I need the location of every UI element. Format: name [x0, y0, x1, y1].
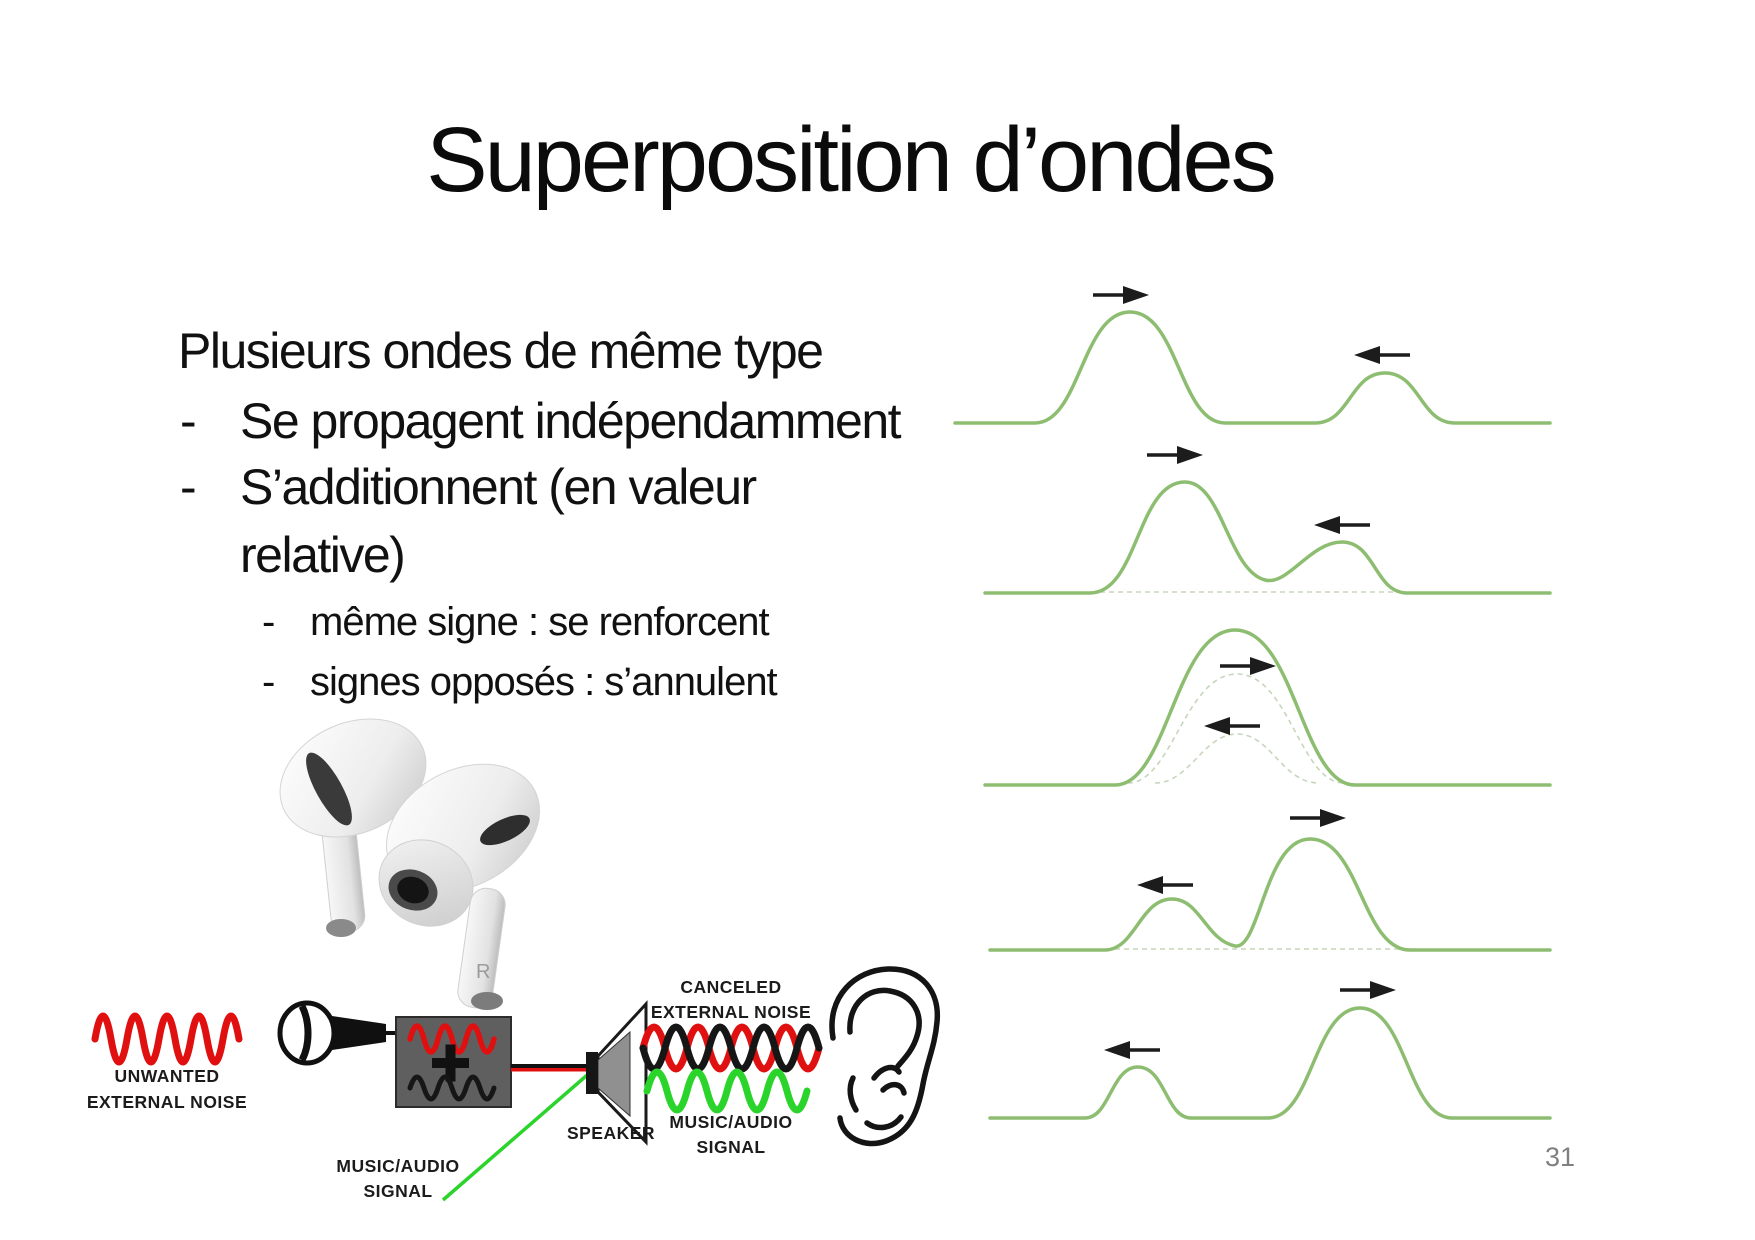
signal-wire-red: [511, 1068, 588, 1072]
earbuds-photo: R: [279, 718, 541, 1010]
bullet-dash: -: [180, 393, 197, 449]
arrow-right-icon: [1145, 444, 1205, 466]
canceled-noise-label-2: EXTERNAL NOISE: [651, 1002, 811, 1022]
earbud-r-label: R: [476, 961, 490, 983]
unwanted-noise-label-2: EXTERNAL NOISE: [87, 1092, 247, 1112]
canceled-noise-label: CANCELED: [680, 977, 781, 997]
music-signal-label-2: SIGNAL: [696, 1137, 765, 1157]
sub-bullet-text: signes opposés : s’annulent: [310, 660, 778, 704]
bullet-dash: -: [262, 660, 275, 704]
sub-bullet-item-2: -signes opposés : s’annulent: [262, 660, 778, 705]
arrow-right-icon: [1218, 655, 1278, 677]
wave-row-2: [983, 444, 1552, 595]
left-earbud: [279, 718, 427, 937]
music-signal-wave-icon: [643, 1068, 811, 1114]
sub-bullet-item-1: -même signe : se renforcent: [262, 600, 770, 645]
microphone-icon: [277, 1000, 398, 1066]
box-inverted-wave-icon: [407, 1074, 497, 1102]
plus-icon: [432, 1044, 469, 1082]
bullet-dash: -: [262, 600, 275, 644]
noise-cancellation-diagram: UNWANTED EXTERNAL NOISE: [87, 966, 941, 1202]
speaker-icon: [586, 1000, 648, 1146]
sub-bullet-text: même signe : se renforcent: [310, 600, 770, 644]
arrow-left-icon: [1352, 344, 1412, 366]
bullet-text: S’additionnent (en valeur: [240, 459, 757, 515]
arrow-right-icon: [1288, 807, 1348, 829]
unwanted-noise-wave-icon: [91, 1012, 243, 1066]
arrow-left-icon: [1135, 874, 1195, 896]
bullet-dash: -: [180, 459, 197, 515]
signal-wire-black: [511, 1064, 588, 1068]
arrow-left-icon: [1312, 514, 1372, 536]
wave-row-3: [983, 628, 1552, 787]
wave-row-5: [988, 979, 1552, 1120]
music-source-label-2: SIGNAL: [363, 1181, 432, 1201]
right-earbud-tip-hole: [397, 876, 429, 904]
arrow-left-icon: [1202, 715, 1262, 737]
music-signal-label: MUSIC/AUDIO: [669, 1112, 792, 1132]
bullet-item-2-continued: relative): [240, 527, 406, 583]
arrow-left-icon: [1102, 1039, 1162, 1061]
intro-line: Plusieurs ondes de même type: [178, 323, 824, 379]
canceled-noise-wave-black-icon: [639, 1023, 823, 1073]
bullet-item-1: -Se propagent indépendamment: [180, 392, 902, 450]
box-noise-wave-icon: [407, 1023, 497, 1055]
bullet-text: Se propagent indépendamment: [240, 393, 902, 449]
arrow-right-icon: [1091, 284, 1151, 306]
arrow-right-icon: [1338, 979, 1398, 1001]
wave-row-4: [988, 807, 1552, 952]
page-number: 31: [1544, 1142, 1575, 1172]
page-title: Superposition d’ondes: [426, 109, 1276, 211]
bullet-item-2: -S’additionnent (en valeur: [180, 458, 757, 516]
left-earbud-vent: [306, 752, 352, 826]
right-earbud-vent: [480, 814, 530, 846]
mixer-box: [395, 1016, 512, 1108]
right-earbud: R: [378, 763, 541, 1010]
pulse-superposition-figure: [953, 284, 1552, 1120]
wave-row-1: [953, 284, 1552, 425]
unwanted-noise-label: UNWANTED: [114, 1066, 219, 1086]
ear-icon: [829, 966, 941, 1147]
music-signal-wire: [441, 1068, 595, 1202]
music-source-label: MUSIC/AUDIO: [336, 1156, 459, 1176]
speaker-label: SPEAKER: [567, 1123, 655, 1143]
